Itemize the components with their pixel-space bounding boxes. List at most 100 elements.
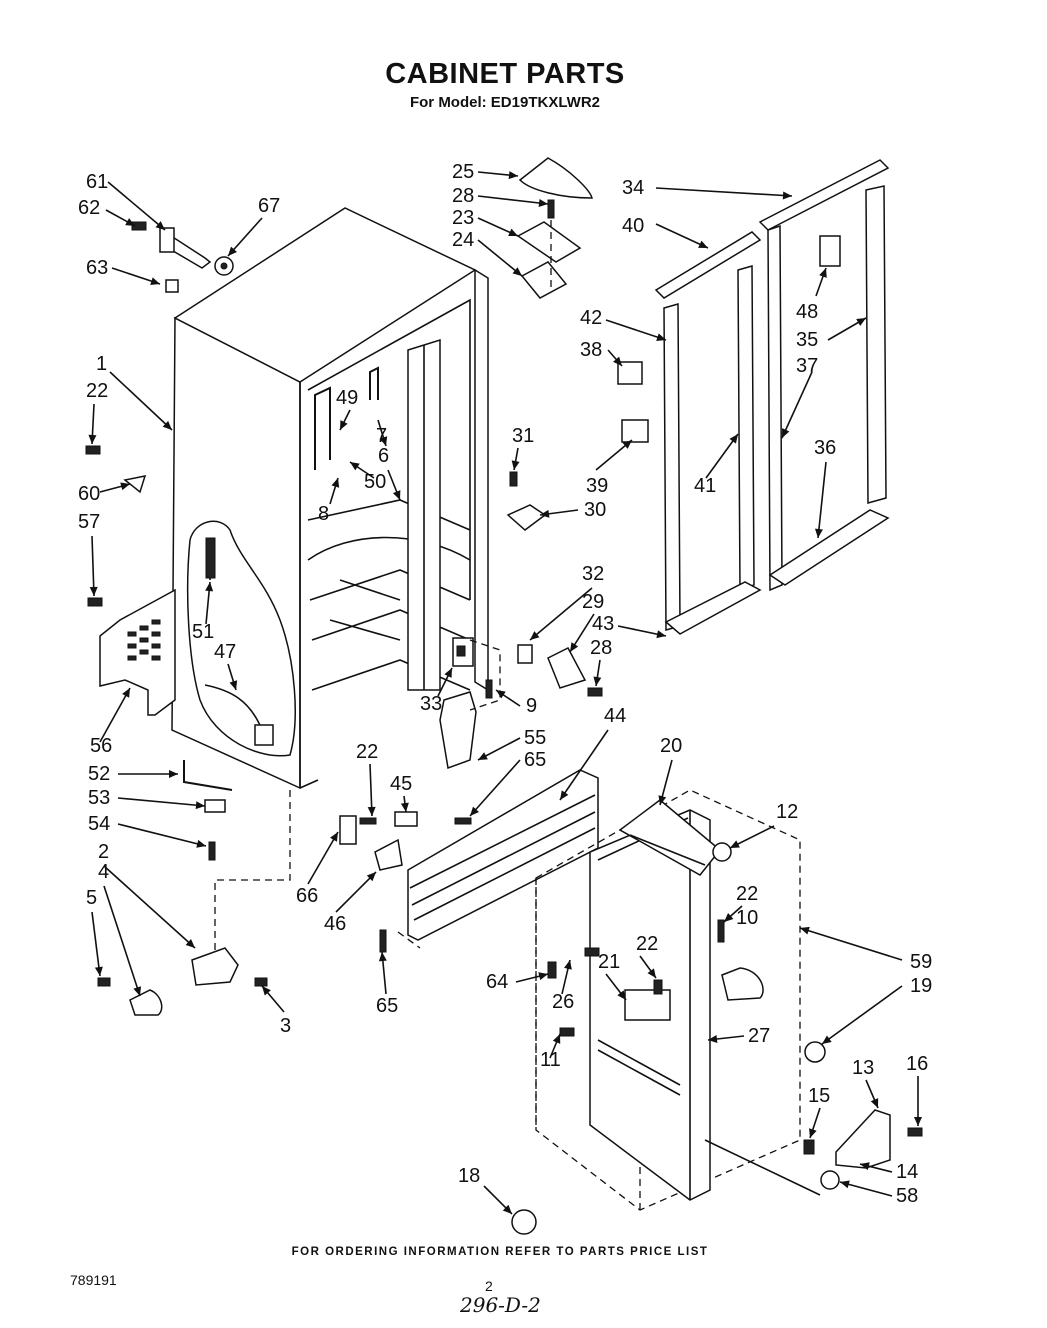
leader-arrowhead	[330, 832, 338, 842]
callout-55: 55	[524, 727, 546, 749]
leader-arrowhead	[392, 490, 401, 500]
leader-line	[655, 223, 709, 249]
leader-arrowhead	[89, 586, 98, 596]
callout-65-top: 65	[524, 749, 546, 771]
leader-arrowhead	[228, 246, 237, 256]
callout-14: 14	[896, 1161, 918, 1183]
callout-67: 67	[258, 195, 280, 217]
callout-49: 49	[336, 387, 358, 409]
leader-arrowhead	[508, 228, 518, 236]
leader-line	[307, 831, 339, 885]
callout-21: 21	[598, 951, 620, 973]
callout-13: 13	[852, 1057, 874, 1079]
leader-line	[335, 871, 377, 913]
callout-50: 50	[364, 471, 386, 493]
leader-line	[817, 461, 827, 539]
leader-arrowhead	[856, 318, 866, 326]
leader-arrowhead	[444, 668, 452, 678]
page-number: 2	[485, 1278, 493, 1294]
leader-line	[469, 759, 521, 817]
leader-line	[705, 433, 739, 479]
leader-line	[107, 181, 166, 231]
leader-line	[799, 927, 903, 961]
callout-30: 30	[584, 499, 606, 521]
callout-20: 20	[660, 735, 682, 757]
callout-7: 7	[376, 425, 387, 447]
callout-43: 43	[592, 613, 614, 635]
callout-15: 15	[808, 1085, 830, 1107]
callout-53: 53	[88, 787, 110, 809]
leader-line	[605, 319, 667, 341]
callout-22-lower: 22	[636, 933, 658, 955]
leader-arrowhead	[120, 482, 130, 491]
callout-16: 16	[906, 1053, 928, 1075]
center-small-parts	[339, 639, 603, 953]
callout-34: 34	[622, 177, 644, 199]
callout-42: 42	[580, 307, 602, 329]
leader-arrowhead	[340, 420, 348, 430]
lower-door-assembly	[511, 789, 923, 1235]
callout-47: 47	[214, 641, 236, 663]
callout-12: 12	[776, 801, 798, 823]
leader-arrowhead	[782, 428, 790, 438]
leader-arrowhead	[508, 171, 518, 180]
leader-arrowhead	[196, 839, 206, 848]
leader-arrowhead	[470, 806, 479, 816]
callout-61: 61	[86, 171, 108, 193]
callout-54: 54	[88, 813, 110, 835]
leader-arrowhead	[512, 267, 522, 276]
callout-25: 25	[452, 161, 474, 183]
leader-line	[91, 535, 95, 597]
callout-11: 11	[540, 1049, 561, 1071]
model-subtitle: For Model: ED19TKXLWR2	[409, 94, 600, 111]
leader-arrowhead	[366, 872, 376, 882]
leader-arrowhead	[478, 752, 488, 760]
callout-22-mid: 22	[356, 741, 378, 763]
callout-1: 1	[96, 353, 107, 375]
leader-arrowhead	[560, 790, 569, 800]
leader-line	[477, 239, 523, 277]
leader-arrowhead	[800, 926, 810, 935]
callout-44: 44	[604, 705, 626, 727]
callout-3: 3	[280, 1015, 291, 1037]
left-small-parts	[85, 221, 291, 1016]
callout-27: 27	[748, 1025, 770, 1047]
callout-36: 36	[814, 437, 836, 459]
leader-arrowhead	[511, 460, 520, 470]
callout-6: 6	[378, 445, 389, 467]
callout-8: 8	[318, 503, 329, 525]
leader-line	[477, 195, 549, 205]
callout-2: 2	[98, 841, 109, 863]
leader-arrowhead	[538, 199, 548, 207]
leader-arrowhead	[914, 1117, 922, 1126]
leader-arrowhead	[229, 680, 238, 690]
leader-arrowhead	[262, 986, 271, 996]
leader-arrowhead	[593, 676, 602, 686]
leader-arrowhead	[613, 356, 622, 366]
leader-arrowhead	[350, 462, 360, 471]
top-hinge-group	[516, 157, 593, 299]
leader-arrowhead	[367, 806, 376, 816]
callout-48: 48	[796, 301, 818, 323]
leader-arrowhead	[814, 528, 823, 538]
leader-arrowhead	[530, 631, 540, 640]
leader-arrowhead	[162, 420, 172, 430]
leader-lines	[88, 171, 922, 1215]
callout-64: 64	[486, 971, 508, 993]
leader-arrowhead	[552, 1034, 561, 1044]
leader-arrowhead	[331, 478, 340, 488]
leader-line	[529, 587, 593, 641]
callout-35: 35	[796, 329, 818, 351]
leader-arrowhead	[698, 240, 708, 248]
leader-arrowhead	[656, 333, 666, 341]
callout-5: 5	[86, 887, 97, 909]
leader-arrowhead	[378, 952, 387, 962]
callout-65-bottom: 65	[376, 995, 398, 1017]
leader-arrowhead	[150, 277, 160, 285]
callout-60: 60	[78, 483, 100, 505]
callout-46: 46	[324, 913, 346, 935]
leader-arrowhead	[658, 795, 667, 805]
leader-arrowhead	[133, 986, 142, 996]
callout-66: 66	[296, 885, 318, 907]
callout-31: 31	[512, 425, 534, 447]
